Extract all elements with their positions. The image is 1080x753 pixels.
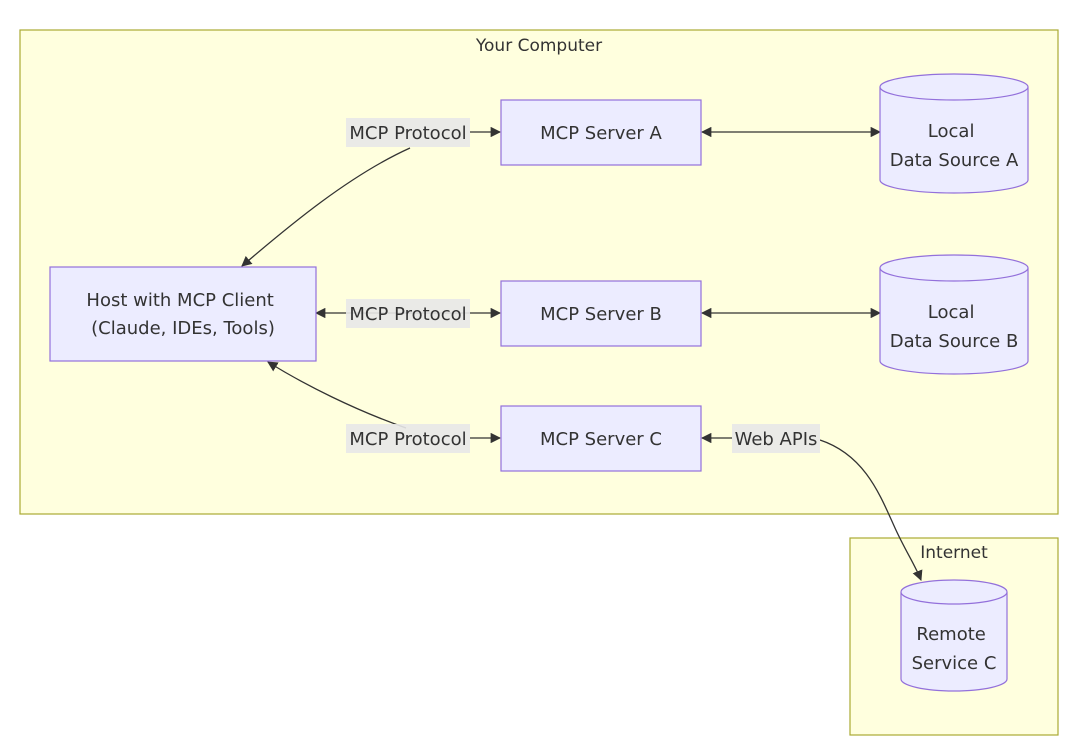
node-server-a: MCP Server A: [500, 99, 702, 166]
svg-text:MCP Server B: MCP Server B: [540, 304, 662, 325]
node-server-c: MCP Server C: [500, 405, 702, 472]
node-host-line-2: (Claude, IDEs, Tools): [91, 318, 275, 339]
cluster-internet: Internet: [849, 537, 1059, 736]
node-source-a-line-1: Local: [928, 121, 975, 142]
node-server-b: MCP Server B: [500, 280, 702, 347]
node-source-a: Local Data Source A: [879, 73, 1029, 194]
edge-host-server-a-curve: [241, 147, 411, 267]
edge-web-apis-remote-c: [819, 439, 923, 581]
svg-text:MCP Protocol: MCP Protocol: [349, 429, 466, 450]
node-host-line-1: Host with MCP Client: [86, 290, 273, 311]
svg-text:Local Data Source A: Local Data Source A: [890, 121, 1019, 171]
svg-text:Remote Service C: Remote Service C: [912, 624, 997, 674]
edge-label-protocol-a: MCP Protocol: [346, 118, 470, 147]
node-remote-c-line-2: Service C: [912, 653, 997, 674]
node-remote-c-line-1: Remote: [916, 624, 985, 645]
cluster-title-internet: Internet: [920, 543, 988, 563]
node-source-b-line-1: Local: [928, 302, 975, 323]
node-source-b-line-2: Data Source B: [890, 331, 1019, 352]
svg-text:Host with MCP Client (Cl: Host with MCP Client (Claude, IDEs, Tool…: [86, 290, 279, 339]
edge-label-web-apis: Web APIs: [732, 424, 820, 453]
node-source-a-line-2: Data Source A: [890, 150, 1019, 171]
node-host: Host with MCP Client (Claude, IDEs, Tool…: [49, 266, 317, 362]
svg-text:MCP Server A: MCP Server A: [540, 123, 662, 144]
edge-host-server-c-curve: [267, 361, 407, 429]
svg-text:MCP Protocol: MCP Protocol: [349, 304, 466, 325]
edge-label-protocol-b: MCP Protocol: [346, 299, 470, 328]
node-remote-c: Remote Service C: [900, 579, 1008, 692]
svg-text:MCP Protocol: MCP Protocol: [349, 123, 466, 144]
cluster-title-your-computer: Your Computer: [475, 36, 602, 56]
node-source-b: Local Data Source B: [879, 254, 1029, 375]
edge-label-protocol-c: MCP Protocol: [346, 424, 470, 453]
svg-text:Local Data Source B: Local Data Source B: [890, 302, 1019, 352]
svg-text:Web APIs: Web APIs: [735, 429, 818, 450]
svg-text:MCP Server C: MCP Server C: [540, 429, 662, 450]
